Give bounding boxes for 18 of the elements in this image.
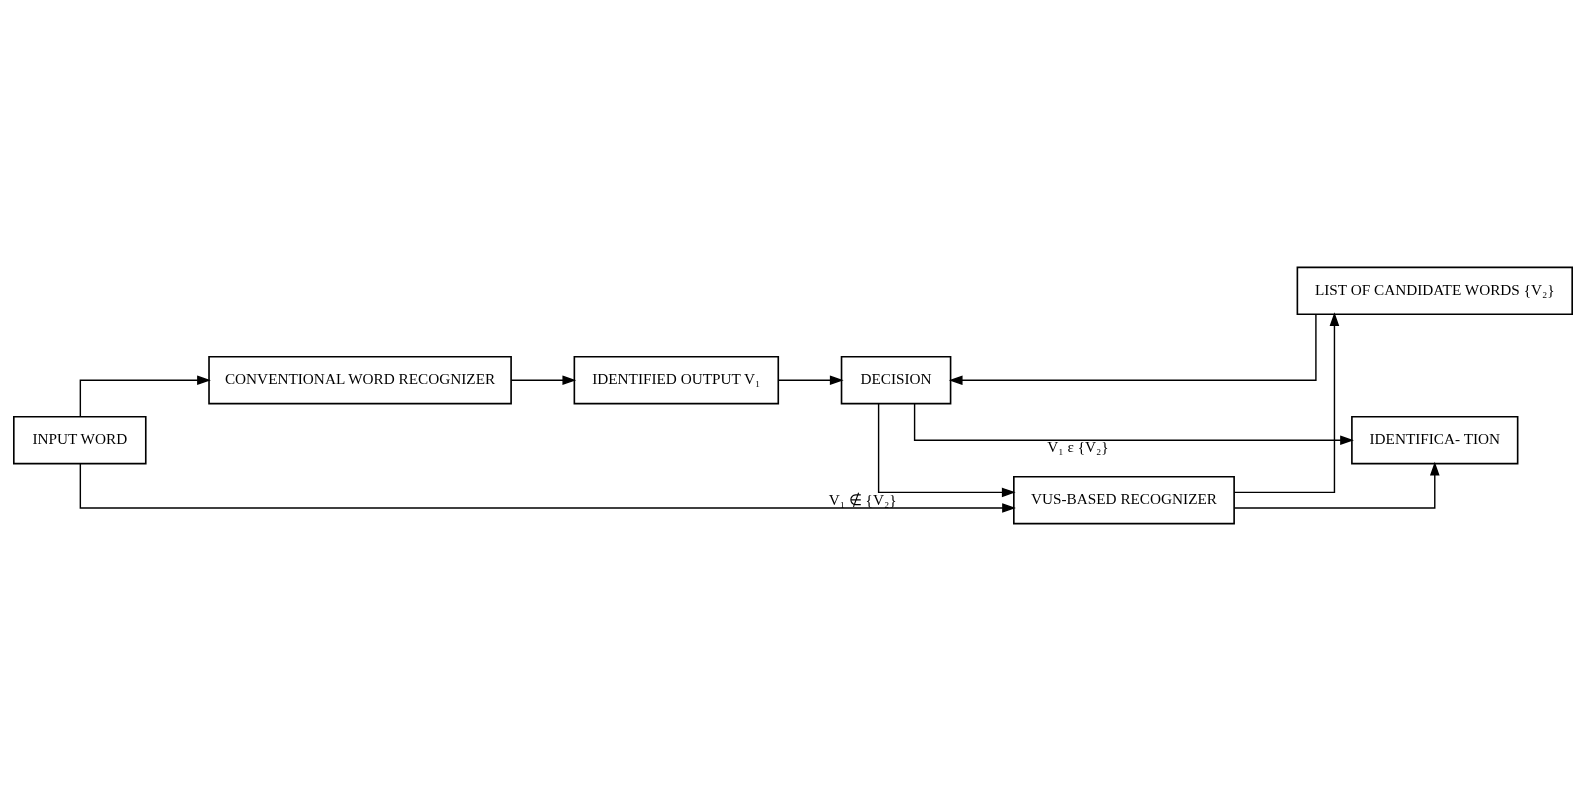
arrow [877,403,1016,498]
arrow [510,375,577,386]
arrow [79,375,211,418]
arrow [1233,312,1340,494]
arrow [79,463,1016,513]
node-box: INPUT WORD [13,415,147,465]
node-box: IDENTIFIED OUTPUT V₁ [573,355,780,405]
node-box: IDENTIFICA- TION [1351,415,1519,465]
node-box: DECISION [840,355,952,405]
node-box: LIST OF CANDIDATE WORDS {V₂} [1296,266,1573,316]
arrow [948,313,1317,386]
edge-label: V₁ ε {V₂} [1047,438,1109,456]
edge-label: V₁ ∉ {V₂} [828,490,897,508]
node-box: VUS-BASED RECOGNIZER [1013,475,1235,525]
arrow [913,403,1354,446]
arrow [777,375,844,386]
arrow [1233,461,1440,509]
node-box: CONVENTIONAL WORD RECOGNIZER [208,355,512,405]
